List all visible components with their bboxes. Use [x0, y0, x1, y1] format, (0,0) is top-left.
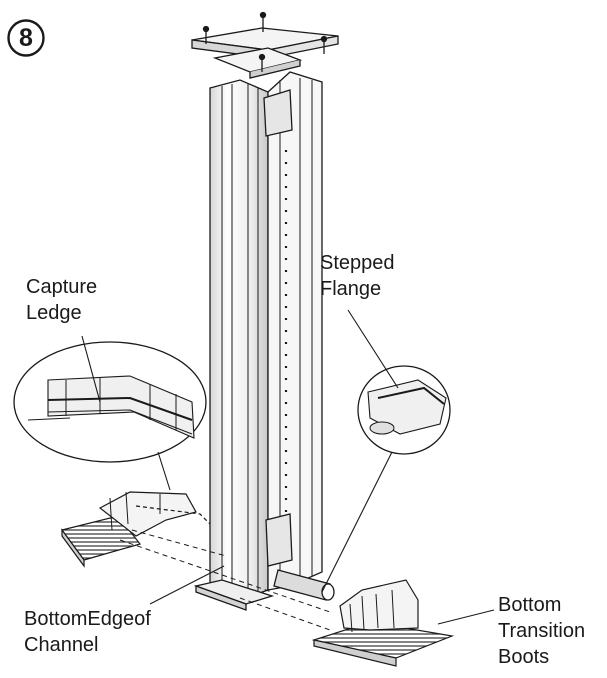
label-line: Transition	[498, 620, 586, 642]
step-badge-icon: 8	[6, 18, 46, 58]
label-line: Boots	[498, 646, 550, 668]
left-boot-icon	[60, 491, 211, 568]
transition-boots-label: Bottom Transition Boots	[498, 592, 585, 670]
label-line: BottomEdgeof	[24, 608, 151, 630]
label-line: Flange	[320, 278, 382, 300]
step-number: 8	[19, 24, 33, 52]
bottom-edge-label: BottomEdgeof Channel	[24, 606, 151, 658]
top-bracket-icon	[191, 11, 339, 79]
label-line: Capture	[26, 276, 98, 298]
flange-detail-icon	[321, 365, 451, 593]
label-line: Ledge	[26, 302, 82, 324]
leader-lines	[81, 309, 495, 625]
right-boot-icon	[311, 579, 455, 667]
label-line: Bottom	[498, 594, 562, 616]
capture-ledge-label: Capture Ledge	[26, 274, 97, 326]
stepped-flange-label: Stepped Flange	[320, 250, 395, 302]
bottom-bracket-icon	[193, 579, 275, 611]
label-line: Stepped	[320, 252, 395, 274]
label-line: Channel	[24, 634, 99, 656]
channel-column-icon	[209, 71, 335, 601]
alignment-guides	[119, 529, 331, 631]
capture-detail-icon	[13, 341, 207, 491]
